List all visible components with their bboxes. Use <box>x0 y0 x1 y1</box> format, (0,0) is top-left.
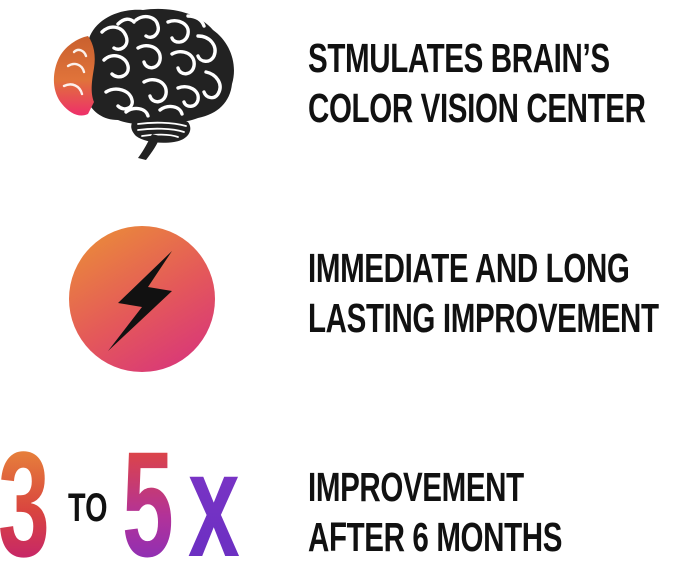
feature-caption: STMULATES BRAIN’S COLOR VISION CENTER <box>308 33 646 133</box>
multiplier-suffix: x <box>188 420 240 588</box>
feature-immediate-improvement: IMMEDIATE AND LONG LASTING IMPROVEMENT <box>0 210 694 380</box>
caption-line: IMPROVEMENT <box>308 464 524 510</box>
caption-line: AFTER 6 MONTHS <box>308 514 563 560</box>
lightning-bolt-icon <box>68 225 216 373</box>
brain-icon <box>48 2 238 162</box>
multiplier-graphic: 3 TO 5 x <box>0 420 260 588</box>
caption-line: STMULATES BRAIN’S <box>308 35 610 81</box>
caption-line: COLOR VISION CENTER <box>308 85 646 131</box>
multiplier-from: 3 <box>0 420 50 588</box>
feature-multiplier: 3 TO 5 x IMPROVEMENT AFTER 6 MONTHS <box>0 420 694 588</box>
multiplier-connector: TO <box>68 486 108 530</box>
multiplier-to: 5 <box>122 420 174 588</box>
caption-line: IMMEDIATE AND LONG <box>308 245 630 291</box>
caption-line: LASTING IMPROVEMENT <box>308 295 659 341</box>
feature-color-vision: STMULATES BRAIN’S COLOR VISION CENTER <box>0 0 694 175</box>
feature-caption: IMPROVEMENT AFTER 6 MONTHS <box>308 462 562 562</box>
feature-caption: IMMEDIATE AND LONG LASTING IMPROVEMENT <box>308 243 659 343</box>
